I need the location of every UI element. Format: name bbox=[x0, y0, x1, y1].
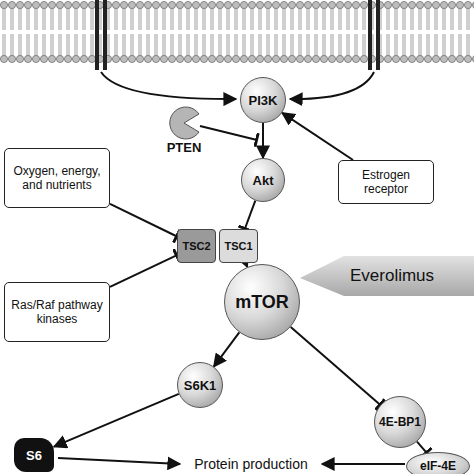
activation-arrow bbox=[54, 394, 179, 447]
lipid-bilayer bbox=[0, 0, 474, 64]
node-label: Akt bbox=[253, 173, 274, 188]
node-label: S6K1 bbox=[184, 378, 217, 393]
pathway-circle: Akt bbox=[241, 158, 285, 202]
complex-box: TSC1 bbox=[219, 229, 258, 263]
node-label: eIF-4E bbox=[420, 459, 456, 473]
node-label: PTEN bbox=[158, 140, 210, 155]
node-label: mTOR bbox=[235, 292, 289, 313]
node-label: 4E-BP1 bbox=[379, 415, 421, 429]
inhibition-line bbox=[417, 442, 427, 453]
activation-arrow bbox=[214, 332, 240, 366]
node-label: Estrogen receptor bbox=[343, 168, 429, 197]
node-label: PI3K bbox=[249, 93, 278, 108]
inhibition-line bbox=[110, 204, 177, 237]
input-box: Estrogen receptor bbox=[338, 160, 434, 204]
pathway-circle: PI3K bbox=[240, 77, 286, 123]
inhibition-line bbox=[291, 327, 381, 405]
target-circle: mTOR bbox=[224, 264, 300, 340]
node-label: Everolimus bbox=[350, 266, 434, 286]
receptor-symbol bbox=[95, 0, 380, 70]
protein-symbol: S6 bbox=[14, 438, 54, 472]
node-label: Oxygen, energy, and nutrients bbox=[9, 164, 105, 193]
input-box: Ras/Raf pathway kinases bbox=[4, 282, 110, 342]
input-box: Oxygen, energy, and nutrients bbox=[4, 148, 110, 208]
complex-box: TSC2 bbox=[177, 229, 216, 263]
drug-callout: Everolimus bbox=[300, 256, 474, 296]
inhibition-line bbox=[245, 201, 256, 229]
node-label: TSC1 bbox=[224, 240, 252, 252]
pathway-circle: S6K1 bbox=[177, 362, 223, 408]
outcome-label: Protein production bbox=[184, 456, 318, 472]
node-label: S6 bbox=[26, 448, 42, 463]
activation-arrow bbox=[262, 123, 264, 158]
node-label: TSC2 bbox=[182, 240, 210, 252]
node-label: Ras/Raf pathway kinases bbox=[9, 298, 105, 327]
activation-arrow bbox=[282, 113, 353, 160]
pathway-circle: 4E-BP1 bbox=[374, 396, 426, 448]
factor-ellipse: eIF-4E bbox=[406, 452, 470, 474]
inhibitor-symbol: PTEN bbox=[158, 106, 210, 160]
pacman-symbol bbox=[167, 106, 201, 140]
inhibition-line bbox=[110, 255, 177, 287]
